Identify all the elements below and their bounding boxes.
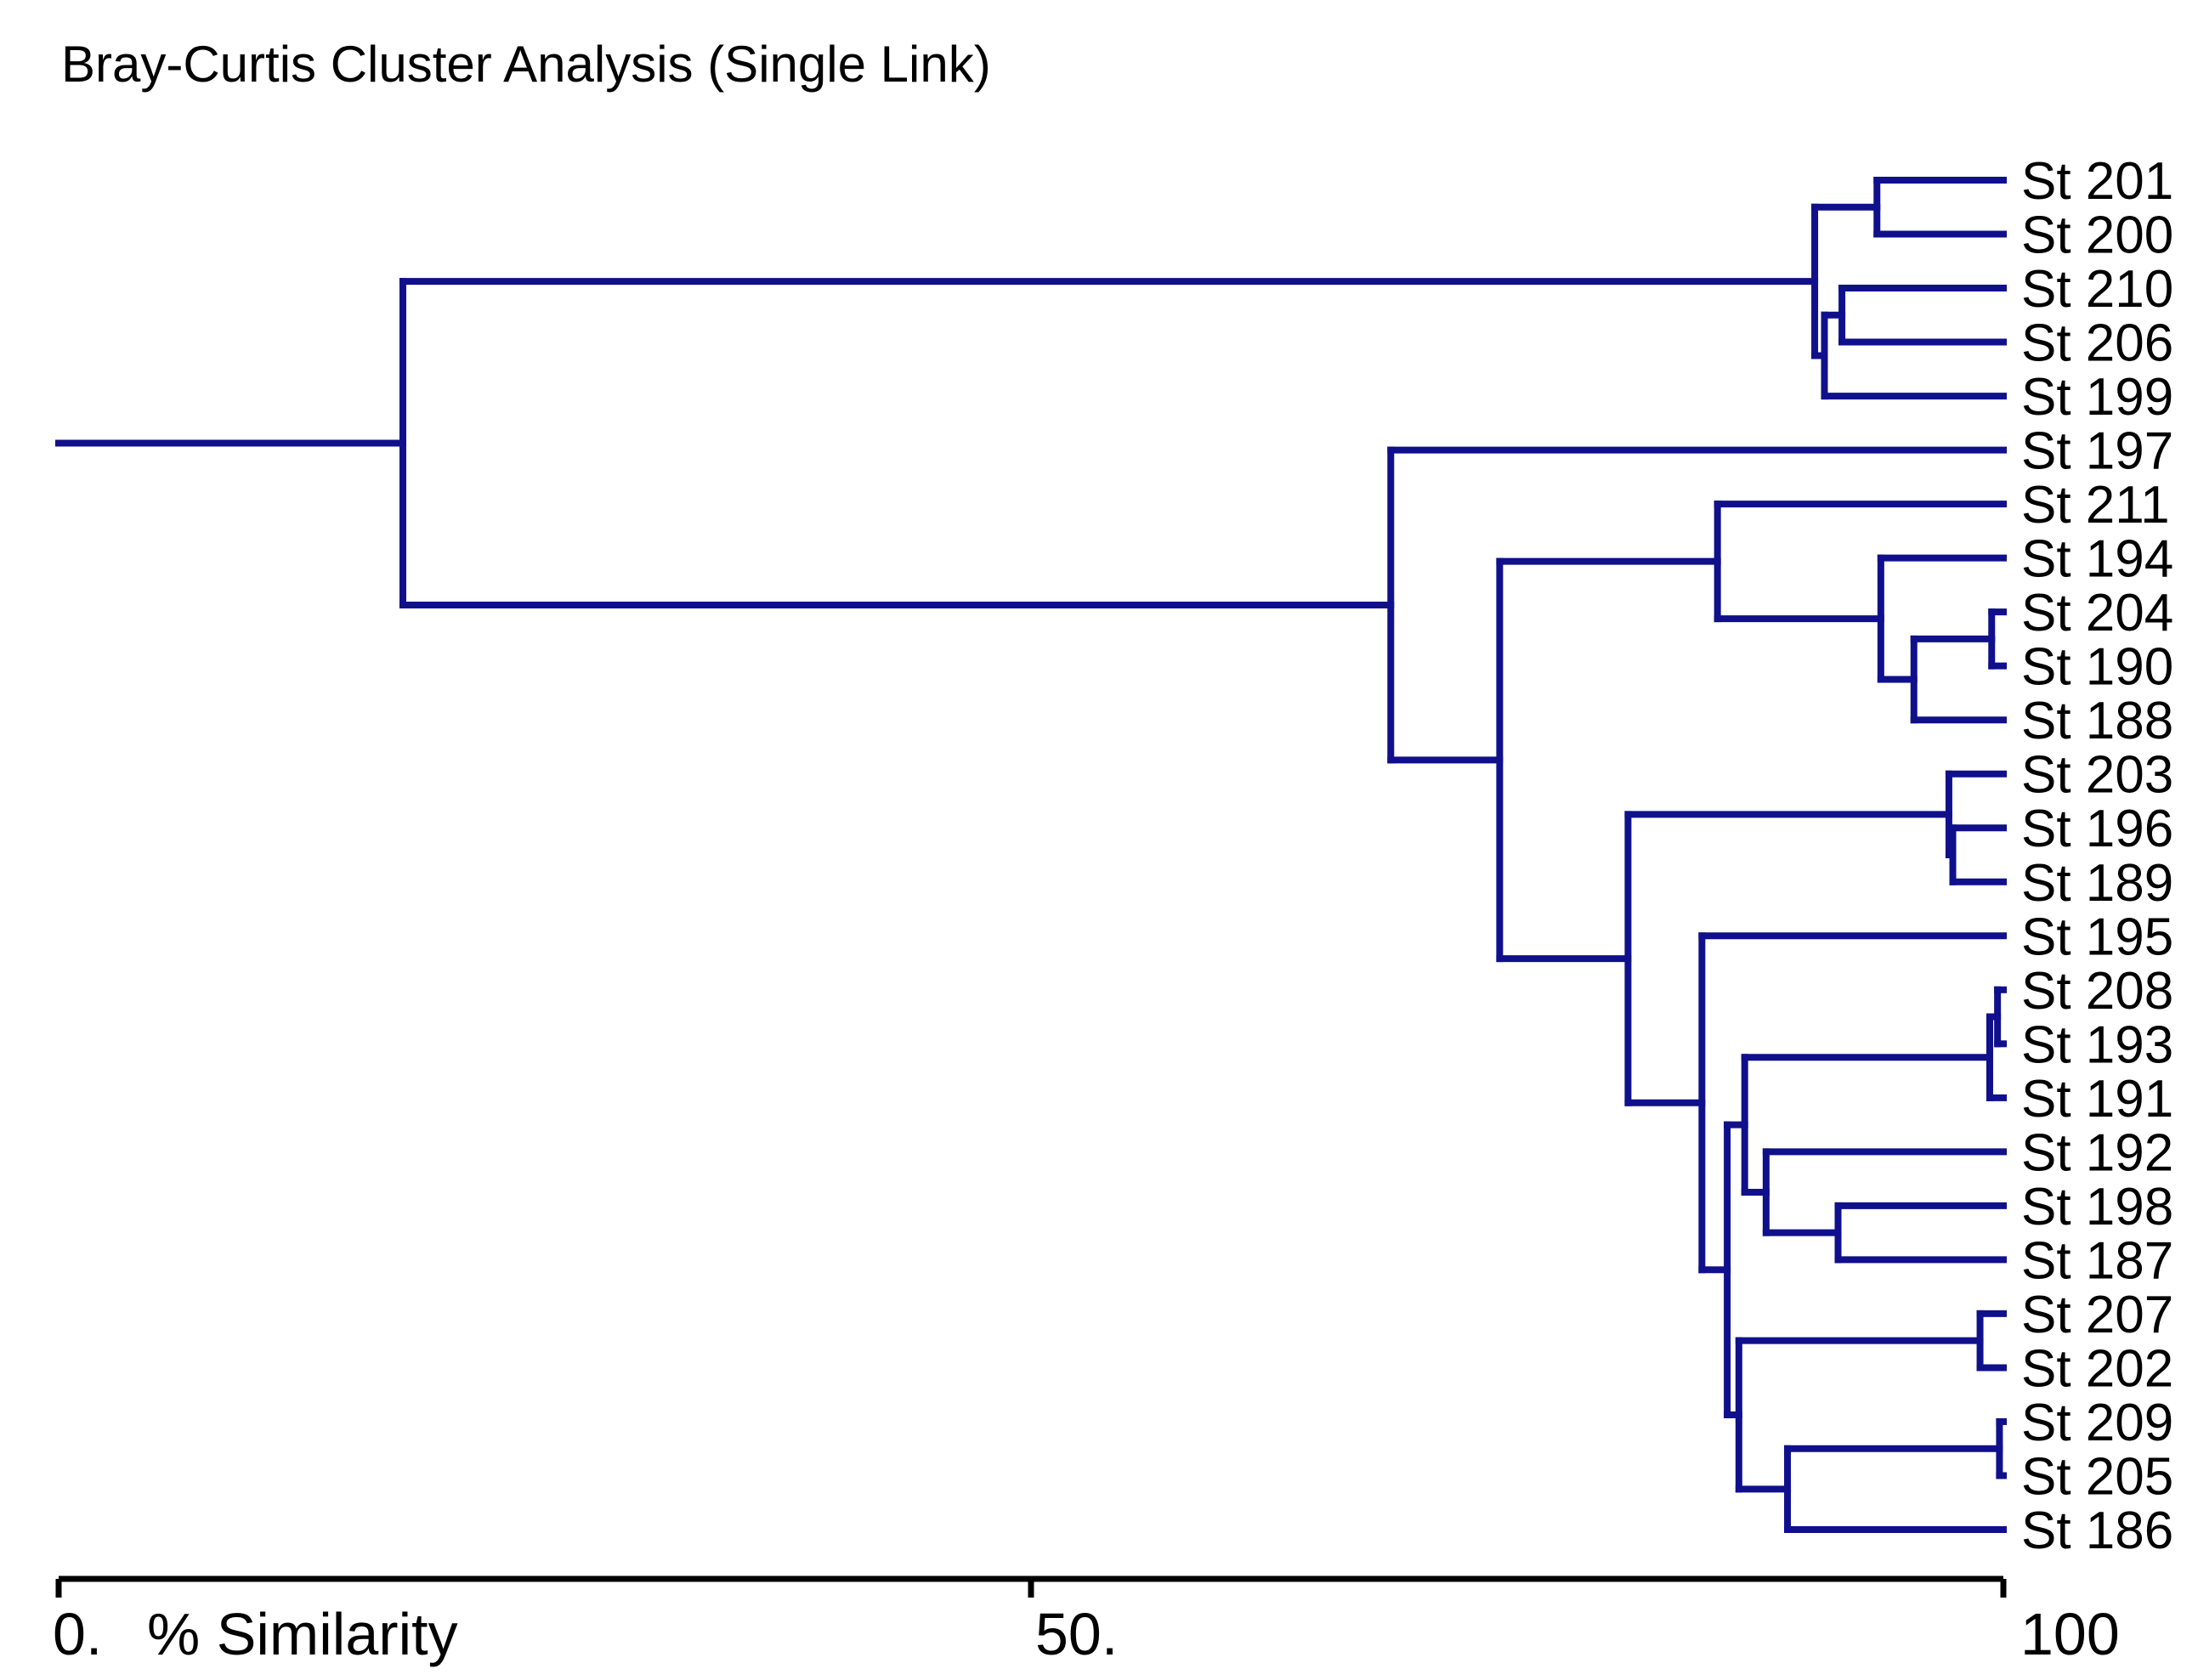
x-axis-tick-label: 0. — [53, 1601, 102, 1667]
leaf-label: St 202 — [2021, 1339, 2173, 1398]
leaf-label: St 207 — [2021, 1286, 2173, 1344]
leaf-label: St 210 — [2021, 260, 2173, 319]
leaf-label: St 196 — [2021, 800, 2173, 858]
leaf-label: St 206 — [2021, 314, 2173, 373]
leaf-label: St 211 — [2021, 476, 2170, 535]
chart-title: Bray-Curtis Cluster Analysis (Single Lin… — [61, 36, 991, 93]
x-axis-tick-label: 50. — [1035, 1601, 1118, 1667]
leaf-label: St 205 — [2021, 1447, 2173, 1506]
leaf-label: St 204 — [2021, 584, 2173, 642]
leaf-label: St 203 — [2021, 746, 2173, 805]
x-axis-title: % Similarity — [147, 1601, 458, 1667]
leaf-label: St 195 — [2021, 908, 2173, 966]
leaf-label: St 197 — [2021, 422, 2173, 481]
x-axis: 0. 50. 100 % Similarity — [53, 1575, 2120, 1667]
dendrogram-branches — [55, 177, 2007, 1533]
leaf-label: St 193 — [2021, 1015, 2173, 1074]
leaf-label: St 194 — [2021, 530, 2173, 589]
leaf-label: St 209 — [2021, 1394, 2173, 1452]
leaf-label: St 190 — [2021, 638, 2173, 697]
leaf-label: St 199 — [2021, 368, 2173, 427]
leaf-label: St 188 — [2021, 692, 2173, 750]
leaf-label: St 198 — [2021, 1178, 2173, 1236]
x-axis-tick-label: 100 — [2020, 1601, 2120, 1667]
leaf-label: St 192 — [2021, 1123, 2173, 1182]
leaf-label: St 200 — [2021, 206, 2173, 265]
leaf-label: St 191 — [2021, 1070, 2173, 1128]
leaf-label: St 208 — [2021, 962, 2173, 1021]
leaf-label: St 201 — [2021, 152, 2173, 211]
leaf-label: St 189 — [2021, 854, 2173, 913]
leaf-label: St 187 — [2021, 1231, 2173, 1290]
leaf-label: St 186 — [2021, 1502, 2173, 1560]
